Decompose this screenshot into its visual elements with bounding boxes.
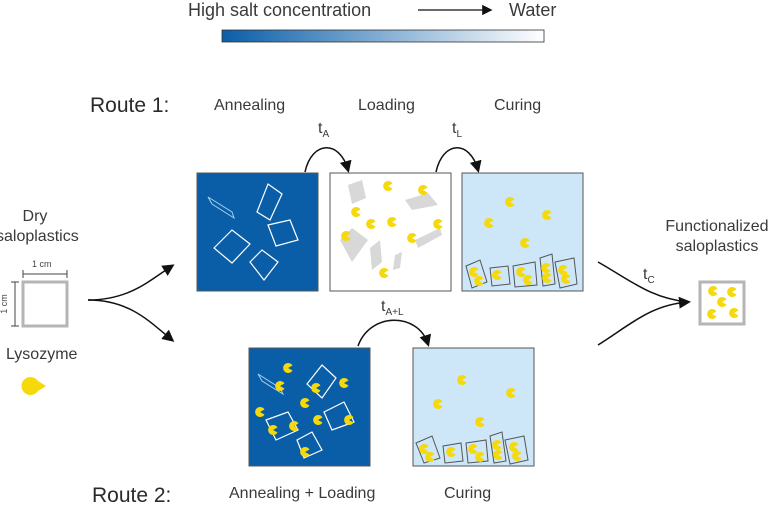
step-curing-2: Curing bbox=[444, 485, 492, 502]
dry-label-line2: saloplastics bbox=[0, 228, 79, 245]
functionalized-label-line2: saloplastics bbox=[675, 238, 759, 255]
arrow-tL bbox=[435, 147, 482, 173]
route2-label: Route 2: bbox=[92, 484, 172, 507]
lysozyme-icon bbox=[21, 377, 46, 395]
time-label-tC: tC bbox=[643, 266, 655, 287]
route1-label: Route 1: bbox=[90, 94, 170, 117]
gradient-bar bbox=[221, 29, 545, 43]
functionalized-sample bbox=[698, 280, 746, 326]
step-annealing-loading: Annealing + Loading bbox=[229, 485, 376, 502]
route2-annealing-loading-box bbox=[248, 347, 371, 467]
step-loading: Loading bbox=[358, 97, 415, 114]
legend-right-label: Water bbox=[509, 0, 557, 20]
merge-arrow-up bbox=[597, 261, 689, 303]
legend-left-label: High salt concentration bbox=[188, 0, 372, 20]
branch-arrow-up bbox=[87, 264, 175, 301]
route1-curing-box bbox=[461, 172, 584, 292]
route1-loading-box bbox=[329, 172, 452, 292]
arrow-tAL bbox=[357, 319, 432, 347]
time-label-tAL: tA+L bbox=[381, 298, 404, 319]
step-curing: Curing bbox=[494, 97, 542, 114]
dry-label-line1: Dry bbox=[22, 208, 48, 225]
scale-label-vertical: 1 cm bbox=[0, 294, 9, 314]
arrow-tA bbox=[304, 147, 352, 173]
route2-curing-box bbox=[412, 347, 535, 467]
step-annealing: Annealing bbox=[214, 97, 286, 114]
branch-arrow-down bbox=[87, 299, 175, 342]
scale-label-horizontal: 1 cm bbox=[32, 259, 52, 269]
time-label-tL: tL bbox=[452, 120, 463, 141]
dry-sample-square bbox=[21, 280, 69, 328]
route1-annealing-box bbox=[196, 172, 319, 292]
merge-arrow-down bbox=[597, 296, 691, 346]
functionalized-label-line1: Functionalized bbox=[665, 218, 769, 235]
lysozyme-label: Lysozyme bbox=[6, 346, 78, 363]
time-label-tA: tA bbox=[318, 120, 330, 141]
